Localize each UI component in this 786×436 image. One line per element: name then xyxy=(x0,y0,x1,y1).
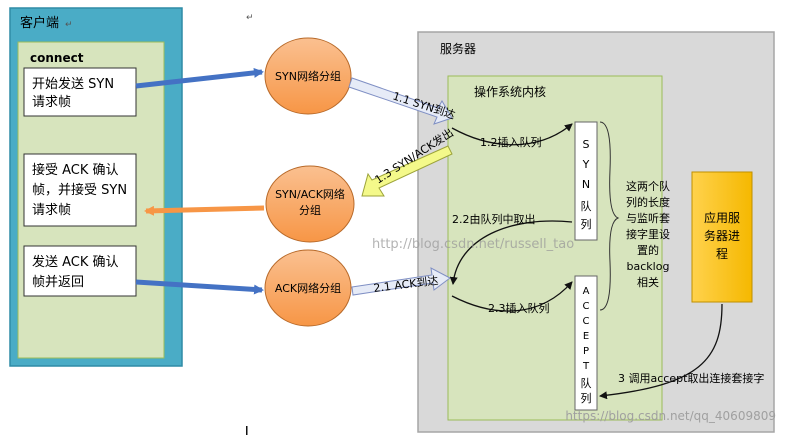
synack-receive-arrow xyxy=(144,205,265,216)
client-step-box-1 xyxy=(23,67,137,117)
svg-text:N: N xyxy=(582,178,590,191)
text-cursor xyxy=(246,426,248,435)
client-box3-line1: 发送 ACK 确认 xyxy=(32,254,119,270)
svg-text:应用服: 应用服 xyxy=(704,210,740,225)
svg-text:ACK网络分组: ACK网络分组 xyxy=(275,281,341,295)
syn-queue: S Y N 队 列 xyxy=(574,121,598,241)
client-box2-line2: 帧，并接受 SYN xyxy=(32,182,127,198)
watermark-corner: https://blog.csdn.net/qq_40609809 xyxy=(565,409,776,423)
server-title: 服务器 xyxy=(440,41,476,56)
svg-text:T: T xyxy=(582,361,590,372)
accept-queue: A C C E P T 队 列 xyxy=(574,275,598,411)
svg-text:相关: 相关 xyxy=(637,275,659,289)
insert-accept-queue-arrow xyxy=(451,281,573,312)
watermark-center: http://blog.csdn.net/russell_tao xyxy=(372,237,574,252)
svg-text:接字里设: 接字里设 xyxy=(626,227,670,241)
syn-send-arrow xyxy=(135,67,264,89)
svg-text:Y: Y xyxy=(582,158,590,171)
svg-text:列: 列 xyxy=(581,217,592,231)
kernel-panel xyxy=(447,75,663,421)
insert-syn-queue-arrow xyxy=(451,123,573,146)
backlog-note: 这两个队 列的长度 与监听套 接字里设 置的 backlog 相关 xyxy=(626,179,670,289)
step-2-3-label: 2.3插入队列 xyxy=(488,301,550,315)
svg-text:SYN网络分组: SYN网络分组 xyxy=(275,69,341,83)
ack-send-arrow xyxy=(135,279,264,295)
svg-text:C: C xyxy=(583,301,590,312)
client-box1-line2: 请求帧 xyxy=(32,95,71,110)
app-process-box: 应用服 务器进 程 xyxy=(691,171,753,303)
step-2-2-label: 2.2由队列中取出 xyxy=(452,212,536,226)
svg-text:P: P xyxy=(583,346,589,357)
client-box2-line1: 接受 ACK 确认 xyxy=(32,162,119,178)
svg-text:A: A xyxy=(583,286,590,297)
client-step-box-3 xyxy=(23,245,137,297)
svg-text:C: C xyxy=(583,316,590,327)
synack-packet: SYN/ACK网络 分组 xyxy=(265,165,355,243)
connect-label: connect xyxy=(30,51,84,65)
syn-packet: SYN网络分组 xyxy=(264,37,352,115)
svg-text:与监听套: 与监听套 xyxy=(626,212,670,225)
svg-text:务器进: 务器进 xyxy=(704,228,740,243)
svg-text:队: 队 xyxy=(581,376,592,390)
svg-text:分组: 分组 xyxy=(299,203,321,217)
svg-text:程: 程 xyxy=(716,246,728,261)
svg-text:SYN/ACK网络: SYN/ACK网络 xyxy=(275,187,345,201)
svg-text:这两个队: 这两个队 xyxy=(626,179,670,193)
svg-text:E: E xyxy=(583,331,589,342)
svg-text:S: S xyxy=(583,138,590,151)
client-title-mark: ↵ xyxy=(65,20,73,30)
queue-brace xyxy=(599,121,620,311)
svg-text:列的长度: 列的长度 xyxy=(626,195,670,209)
svg-text:列: 列 xyxy=(581,391,592,405)
client-title: 客户端 xyxy=(20,15,59,31)
client-box3-line2: 帧并返回 xyxy=(32,275,84,290)
svg-text:backlog: backlog xyxy=(627,260,670,273)
stray-mark: ↵ xyxy=(246,13,254,23)
client-box1-line1: 开始发送 SYN xyxy=(32,76,114,92)
ack-packet: ACK网络分组 xyxy=(264,249,352,327)
client-panel: 客户端 ↵ connect 开始发送 SYN 请求帧 接受 ACK 确认 帧，并… xyxy=(9,7,183,367)
svg-text:队: 队 xyxy=(581,199,592,213)
kernel-title: 操作系统内核 xyxy=(474,84,546,99)
step-3-label: 3 调用accept取出连接套接字 xyxy=(618,371,764,385)
step-1-2-label: 1.2插入队列 xyxy=(480,135,542,149)
client-step-box-2 xyxy=(23,153,137,227)
client-box2-line3: 请求帧 xyxy=(32,203,71,218)
accept-call-arrow xyxy=(599,303,723,400)
take-from-queue-arrow xyxy=(449,220,573,285)
svg-text:置的: 置的 xyxy=(637,243,659,257)
